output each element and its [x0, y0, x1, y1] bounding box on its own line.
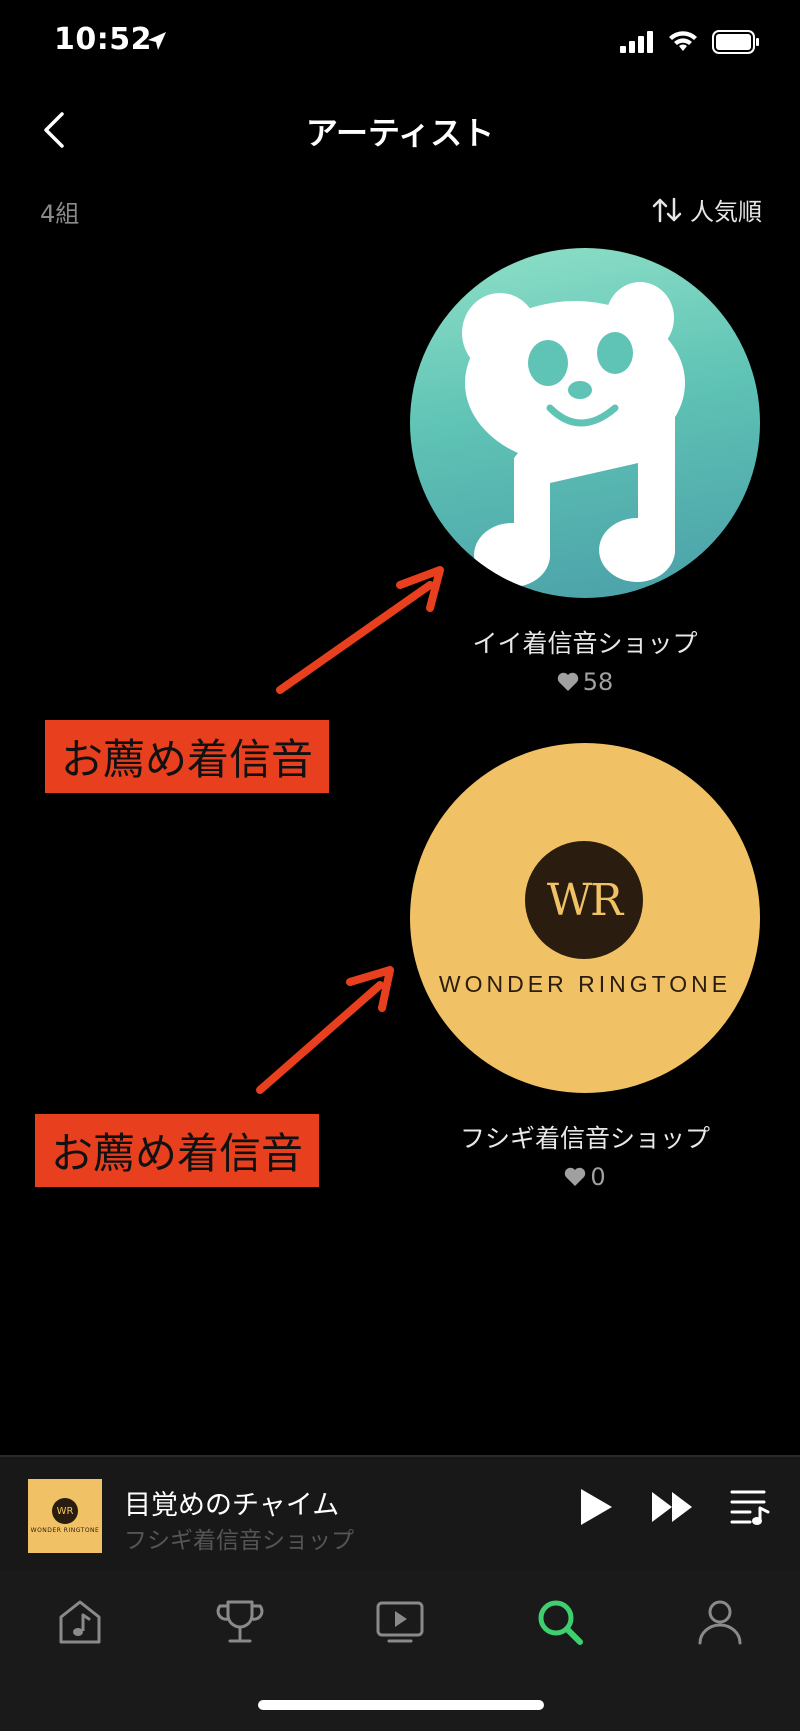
likes-count: 58	[582, 668, 614, 696]
user-icon	[698, 1600, 742, 1645]
status-indicators	[620, 30, 760, 58]
bear-music-note-logo	[462, 282, 685, 587]
page-title: アーティスト	[305, 114, 495, 152]
artist-item[interactable]: イイ着信音ショップ 58	[405, 248, 765, 696]
battery-icon	[712, 30, 760, 58]
signal-icon	[620, 31, 654, 57]
wr-logo-mark: WR	[52, 1498, 78, 1524]
tab-ranking[interactable]	[210, 1592, 270, 1652]
artist-avatar: WR WONDER RINGTONE	[410, 743, 760, 1093]
home-indicator[interactable]	[258, 1700, 544, 1710]
annotation-arrow	[276, 566, 444, 694]
play-icon	[581, 1489, 612, 1525]
location-icon	[146, 30, 168, 56]
status-bar: 10:52	[0, 0, 800, 90]
fast-forward-icon	[652, 1492, 692, 1522]
list-header: 4組 人気順	[0, 190, 800, 230]
artist-item[interactable]: WR WONDER RINGTONE フシギ着信音ショップ 0	[405, 743, 765, 1191]
tab-home[interactable]	[50, 1592, 110, 1652]
now-playing-artwork: WR WONDER RINGTONE	[28, 1479, 102, 1553]
annotation-arrow	[256, 966, 394, 1094]
artist-avatar	[410, 248, 760, 598]
tab-video[interactable]	[370, 1592, 430, 1652]
play-button[interactable]	[578, 1487, 614, 1531]
sort-arrows-icon	[652, 197, 682, 222]
artist-count: 4組	[40, 200, 80, 228]
annotation-label: お薦め着信音	[35, 1114, 320, 1187]
annotation-label: お薦め着信音	[45, 720, 330, 793]
likes-count: 0	[590, 1163, 606, 1191]
artist-likes: 0	[405, 1163, 765, 1191]
wifi-icon	[668, 31, 698, 57]
now-playing-bar[interactable]: WR WONDER RINGTONE 目覚めのチャイム フシギ着信音ショップ	[0, 1455, 800, 1570]
sort-button[interactable]: 人気順	[652, 192, 762, 227]
now-playing-title: 目覚めのチャイム	[124, 1490, 340, 1521]
chevron-left-icon	[44, 112, 64, 148]
trophy-icon	[216, 1600, 264, 1643]
tab-account[interactable]	[690, 1592, 750, 1652]
search-icon	[538, 1600, 583, 1645]
sort-label: 人気順	[690, 198, 762, 226]
now-playing-artist: フシギ着信音ショップ	[124, 1528, 354, 1554]
status-time: 10:52	[54, 22, 152, 57]
next-button[interactable]	[650, 1490, 694, 1528]
heart-icon	[557, 672, 578, 691]
wr-logo-text: WONDER RINGTONE	[30, 1527, 100, 1534]
wr-logo-text: WONDER RINGTONE	[438, 971, 732, 997]
playback-controls	[578, 1487, 770, 1531]
play-screen-icon	[376, 1601, 424, 1643]
navigation-bar: アーティスト	[0, 90, 800, 170]
artist-name: フシギ着信音ショップ	[459, 1124, 710, 1153]
queue-button[interactable]	[730, 1488, 770, 1530]
artist-name: イイ着信音ショップ	[472, 629, 698, 658]
heart-icon	[565, 1167, 586, 1186]
tab-search[interactable]	[530, 1592, 590, 1652]
music-note-house-icon	[59, 1600, 101, 1644]
artist-likes: 58	[405, 668, 765, 696]
wr-logo-mark: WR	[525, 841, 643, 959]
playlist-icon	[730, 1490, 770, 1525]
back-button[interactable]	[30, 106, 78, 154]
